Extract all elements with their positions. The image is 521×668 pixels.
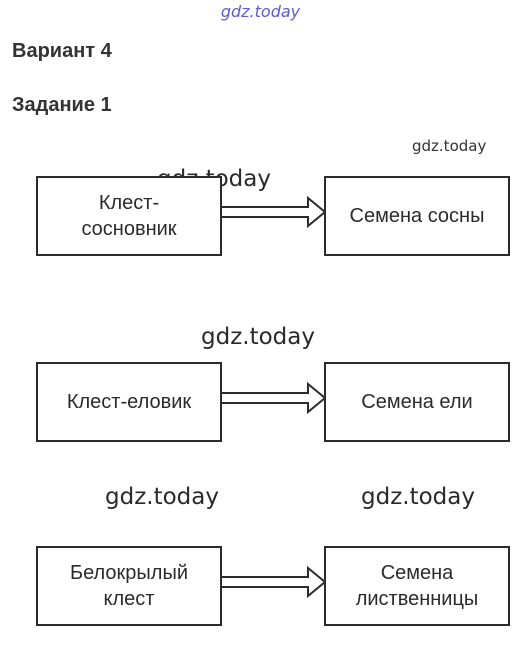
food-label: Семена ели <box>361 391 473 413</box>
food-label: Семена сосны <box>349 205 485 227</box>
organism-box-crossbill-spruce: Клест-еловик <box>36 362 222 442</box>
food-box-larch-seeds: Семена лиственницы <box>324 546 510 626</box>
arrow-right-icon <box>222 195 327 229</box>
food-box-spruce-seeds: Семена ели <box>324 362 510 442</box>
watermark: gdz.today <box>412 137 487 155</box>
watermark: gdz.today <box>105 484 219 510</box>
organism-box-white-winged-crossbill: Белокрылый клест <box>36 546 222 626</box>
organism-label: Клест- сосновник <box>81 192 177 240</box>
food-label: Семена лиственницы <box>355 562 479 610</box>
organism-label: Клест-еловик <box>66 391 192 413</box>
arrow-right-icon <box>222 565 327 599</box>
watermark: gdz.today <box>361 484 475 510</box>
variant-heading: Вариант 4 <box>12 40 112 62</box>
food-box-pine-seeds: Семена сосны <box>324 176 510 256</box>
organism-box-crossbill-pine: Клест- сосновник <box>36 176 222 256</box>
organism-label: Белокрылый клест <box>69 562 189 610</box>
arrow-right-icon <box>222 381 327 415</box>
task-heading: Задание 1 <box>12 94 112 116</box>
watermark-top: gdz.today <box>220 2 301 21</box>
watermark: gdz.today <box>201 324 315 350</box>
